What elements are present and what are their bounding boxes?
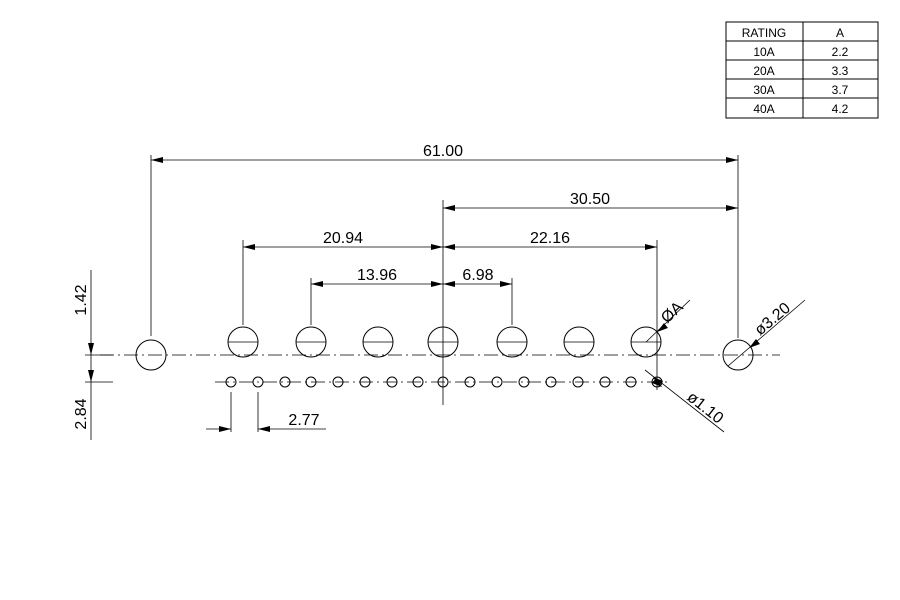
arrowhead — [500, 281, 512, 287]
dimension-label-left-span: 20.94 — [323, 230, 363, 247]
arrowhead — [443, 205, 455, 211]
dimension-label-inner-left: 13.96 — [357, 267, 397, 284]
dimension-label-vertical-offset: 1.42 — [73, 284, 90, 315]
large-holes — [135, 326, 754, 371]
small-hole — [572, 376, 584, 388]
small-hole — [545, 376, 557, 388]
leader-line-variable-dia — [645, 299, 691, 343]
rating-table-cell: 3.7 — [832, 83, 849, 97]
small-hole — [252, 376, 264, 388]
small-hole — [386, 376, 398, 388]
rating-table-header-rating: RATING — [742, 26, 786, 40]
label-small-dia: ø1.10 — [684, 389, 727, 428]
small-hole — [491, 376, 503, 388]
rating-table-cell: 3.3 — [832, 64, 849, 78]
arrowhead — [726, 157, 738, 163]
small-hole — [225, 376, 237, 388]
dimension-lines: 61.00 30.50 20.94 22.16 13.96 6.98 2.77 — [151, 143, 738, 432]
diameter-leaders: ØA ø3.20 ø1.10 — [644, 299, 806, 433]
arrowhead — [431, 244, 443, 250]
dimension-label-overall: 61.00 — [423, 143, 463, 160]
extension-lines — [150, 155, 739, 432]
arrowhead — [88, 343, 94, 355]
rating-table-cell: 4.2 — [832, 102, 849, 116]
small-hole — [518, 376, 530, 388]
rating-table-cell: 20A — [753, 64, 774, 78]
rating-table-cell: 30A — [753, 83, 774, 97]
mounting-hole — [135, 339, 167, 371]
small-hole — [359, 376, 371, 388]
small-hole — [625, 376, 637, 388]
arrowhead — [258, 426, 270, 432]
small-hole — [599, 376, 611, 388]
arrowhead — [749, 339, 760, 348]
small-holes — [225, 376, 663, 388]
dimension-label-half: 30.50 — [570, 191, 610, 208]
dimension-label-pitch: 2.77 — [288, 412, 319, 429]
arrowhead — [431, 281, 443, 287]
small-hole — [279, 376, 291, 388]
arrowhead — [657, 323, 668, 332]
rating-table-cell: 2.2 — [832, 45, 849, 59]
dimension-label-right-span: 22.16 — [530, 230, 570, 247]
arrowhead — [652, 378, 662, 387]
arrowhead — [443, 281, 455, 287]
rating-table-cell: 40A — [753, 102, 774, 116]
leader-line-large-dia — [727, 299, 806, 367]
rating-table: RATING A 10A 2.2 20A 3.3 30A 3.7 40A 4.2 — [725, 21, 879, 119]
small-hole — [305, 376, 317, 388]
small-hole — [437, 376, 449, 388]
arrowhead — [151, 157, 163, 163]
rating-table-header-a: A — [836, 26, 844, 40]
dimension-label-inner-right: 6.98 — [462, 267, 493, 284]
small-hole — [412, 376, 424, 388]
mounting-hole — [722, 339, 754, 371]
label-large-dia: ø3.20 — [752, 300, 794, 339]
label-variable-dia: ØA — [658, 299, 687, 327]
rating-table-cell: 10A — [753, 45, 774, 59]
arrowhead — [645, 244, 657, 250]
arrowhead — [88, 370, 94, 382]
vertical-dimensions: 1.42 2.84 — [73, 270, 113, 440]
arrowhead — [443, 244, 455, 250]
arrowhead — [726, 205, 738, 211]
small-hole — [464, 376, 476, 388]
arrowhead — [311, 281, 323, 287]
arrowhead — [219, 426, 231, 432]
rating-table-border — [725, 21, 879, 119]
arrowhead — [243, 244, 255, 250]
small-hole — [332, 376, 344, 388]
dimension-label-vertical-total: 2.84 — [73, 398, 90, 429]
